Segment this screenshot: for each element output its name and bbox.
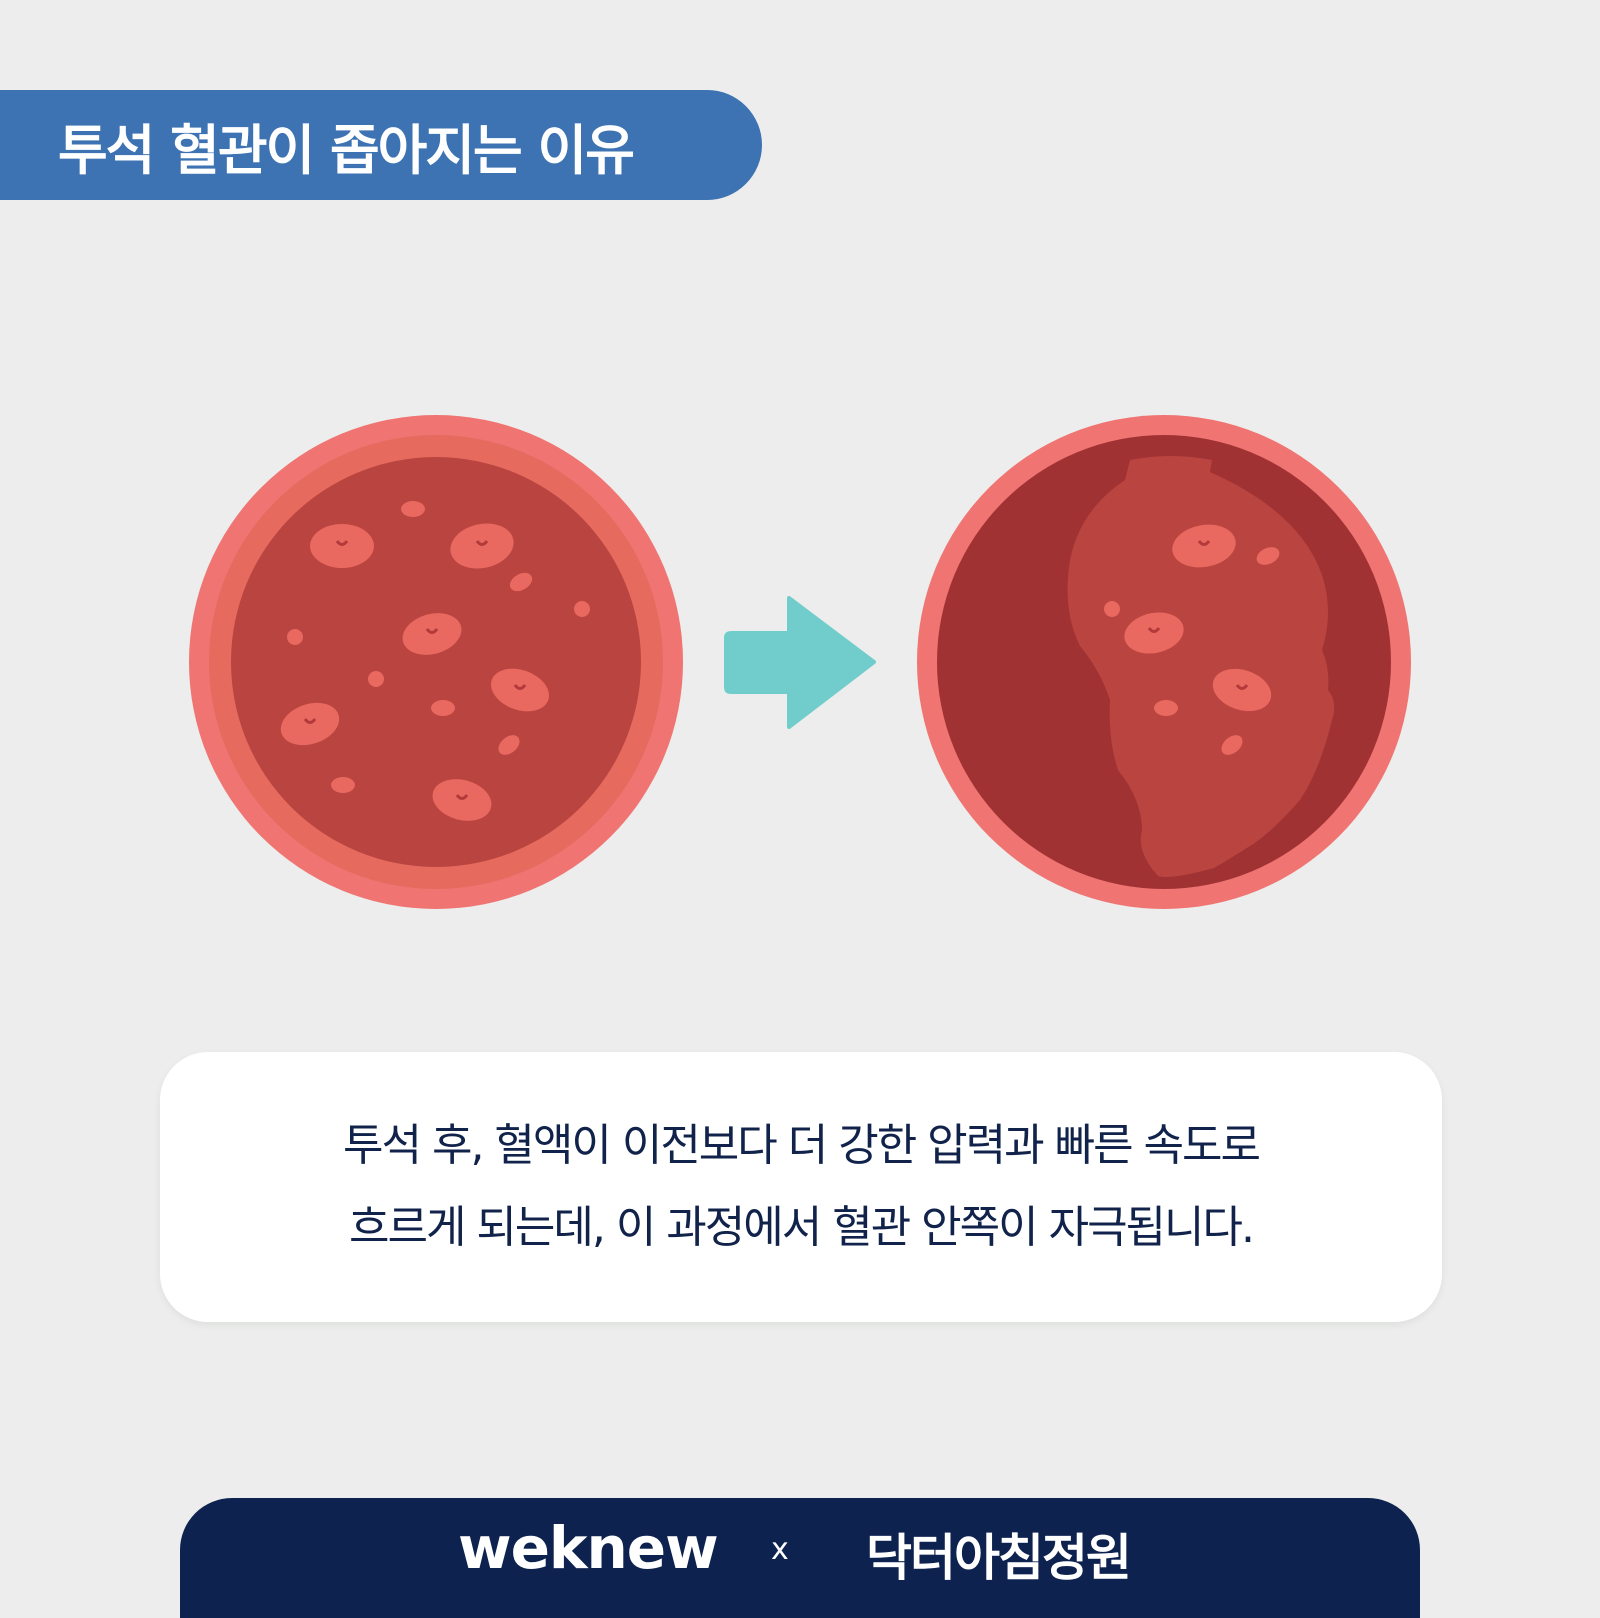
brand-separator: x [771, 1532, 789, 1567]
vessel-illustration [189, 415, 1411, 909]
footer-bar: weknew x 닥터아침정원 [180, 1498, 1420, 1618]
red-blood-cell [450, 523, 514, 569]
red-blood-cell [432, 779, 492, 821]
doctor-morning-garden-logo: 닥터아침정원 [866, 1529, 1132, 1587]
page-title: 투석 혈관이 좁아지는 이유 [58, 118, 635, 182]
red-blood-cell [1172, 524, 1236, 568]
red-blood-cell [1124, 612, 1184, 654]
narrowed-vessel-icon [917, 415, 1411, 909]
weknew-logo: weknew [458, 1514, 719, 1582]
caption-line-1: 투석 후, 혈액이 이전보다 더 강한 압력과 빠른 속도로 [343, 1120, 1261, 1171]
right-arrow-icon [724, 596, 876, 729]
caption-box: 투석 후, 혈액이 이전보다 더 강한 압력과 빠른 속도로 흐르게 되는데, … [160, 1052, 1442, 1322]
red-blood-cell [1212, 668, 1272, 712]
red-blood-cell [280, 702, 340, 746]
title-banner: 투석 혈관이 좁아지는 이유 [0, 90, 762, 200]
red-blood-cell [402, 613, 462, 655]
red-blood-cell [310, 524, 374, 568]
caption-line-2: 흐르게 되는데, 이 과정에서 혈관 안쪽이 자극됩니다. [349, 1202, 1255, 1253]
normal-vessel-icon [189, 415, 683, 909]
red-blood-cell [490, 668, 550, 712]
